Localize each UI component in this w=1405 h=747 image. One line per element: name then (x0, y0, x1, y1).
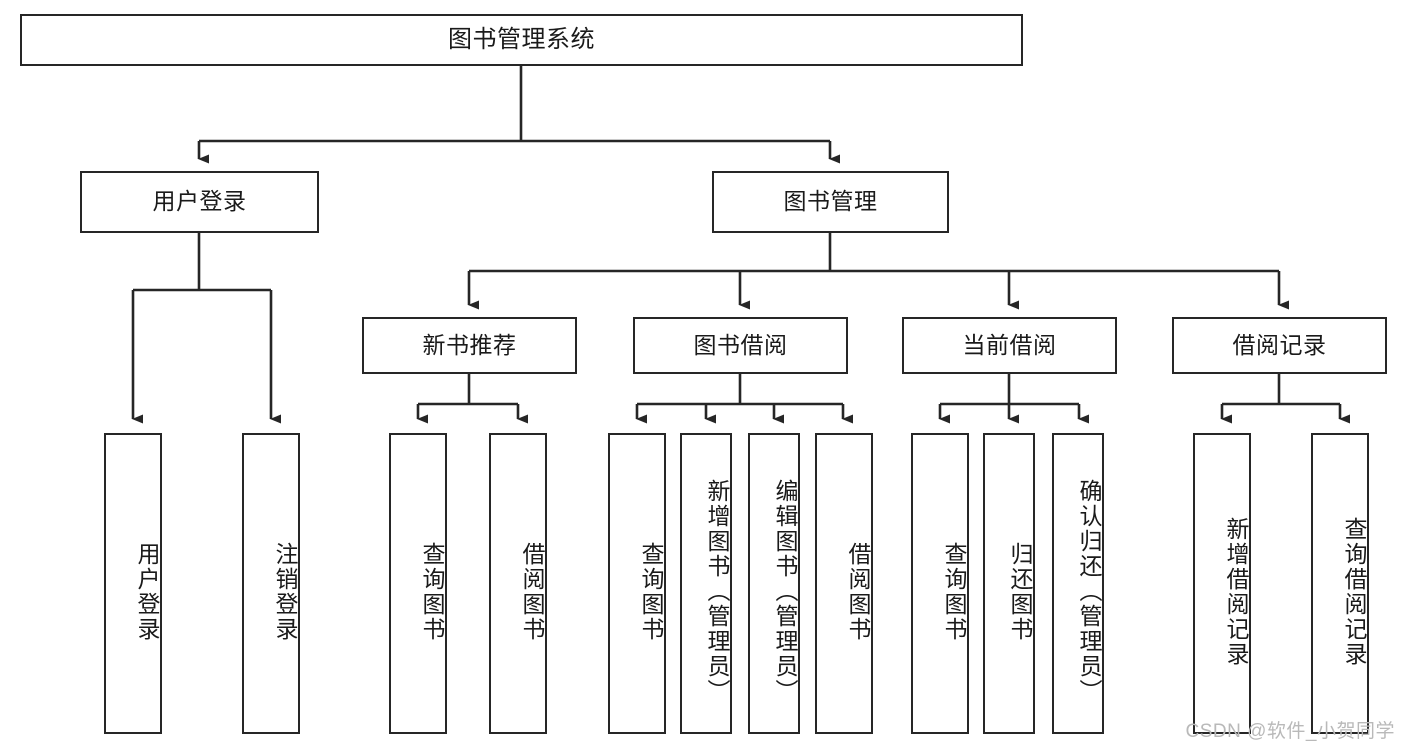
leaf-book-borrow-edit[interactable]: 编辑图书（管理员） (748, 433, 800, 734)
node-label: 查询图书 (638, 541, 664, 642)
leaf-borrow-record-query[interactable]: 查询借阅记录 (1311, 433, 1369, 734)
node-label: 查询图书 (419, 541, 445, 642)
leaf-current-borrow-return[interactable]: 归还图书 (983, 433, 1035, 734)
csdn-watermark: CSDN @软件_小贺同学 (1185, 721, 1395, 742)
node-label: 新增借阅记录 (1223, 516, 1249, 667)
node-user-login[interactable]: 用户登录 (80, 171, 319, 233)
leaf-book-borrow-borrow[interactable]: 借阅图书 (815, 433, 873, 734)
node-label: 图书借阅 (693, 331, 788, 358)
leaf-book-borrow-query[interactable]: 查询图书 (608, 433, 666, 734)
node-label: 查询借阅记录 (1341, 516, 1367, 667)
node-label: 用户登录 (152, 188, 247, 215)
leaf-book-borrow-add[interactable]: 新增图书（管理员） (680, 433, 732, 734)
node-label: 注销登录 (272, 541, 298, 642)
leaf-current-borrow-query[interactable]: 查询图书 (911, 433, 969, 734)
node-label: 图书管理 (783, 188, 878, 215)
node-label: 新书推荐 (422, 331, 517, 358)
node-current-borrow[interactable]: 当前借阅 (902, 317, 1117, 374)
leaf-current-borrow-confirm-return[interactable]: 确认归还（管理员） (1052, 433, 1104, 734)
node-label: 查询图书 (941, 541, 967, 642)
node-root-system[interactable]: 图书管理系统 (20, 14, 1023, 66)
leaf-new-book-query[interactable]: 查询图书 (389, 433, 447, 734)
node-label: 借阅记录 (1232, 331, 1327, 358)
node-label: 图书管理系统 (448, 25, 595, 53)
node-label: 编辑图书（管理员） (772, 479, 798, 704)
leaf-new-book-borrow[interactable]: 借阅图书 (489, 433, 547, 734)
node-label: 新增图书（管理员） (704, 479, 730, 704)
leaf-user-login-login[interactable]: 用户登录 (104, 433, 162, 734)
node-book-borrow[interactable]: 图书借阅 (633, 317, 848, 374)
leaf-user-login-logout[interactable]: 注销登录 (242, 433, 300, 734)
node-new-book-recommend[interactable]: 新书推荐 (362, 317, 577, 374)
node-borrow-record[interactable]: 借阅记录 (1172, 317, 1387, 374)
node-label: 归还图书 (1007, 541, 1033, 642)
node-label: 借阅图书 (845, 541, 871, 642)
node-label: 确认归还（管理员） (1076, 479, 1102, 704)
node-label: 借阅图书 (519, 541, 545, 642)
leaf-borrow-record-add[interactable]: 新增借阅记录 (1193, 433, 1251, 734)
node-label: 用户登录 (134, 541, 160, 642)
node-book-management[interactable]: 图书管理 (712, 171, 949, 233)
node-label: 当前借阅 (962, 331, 1057, 358)
